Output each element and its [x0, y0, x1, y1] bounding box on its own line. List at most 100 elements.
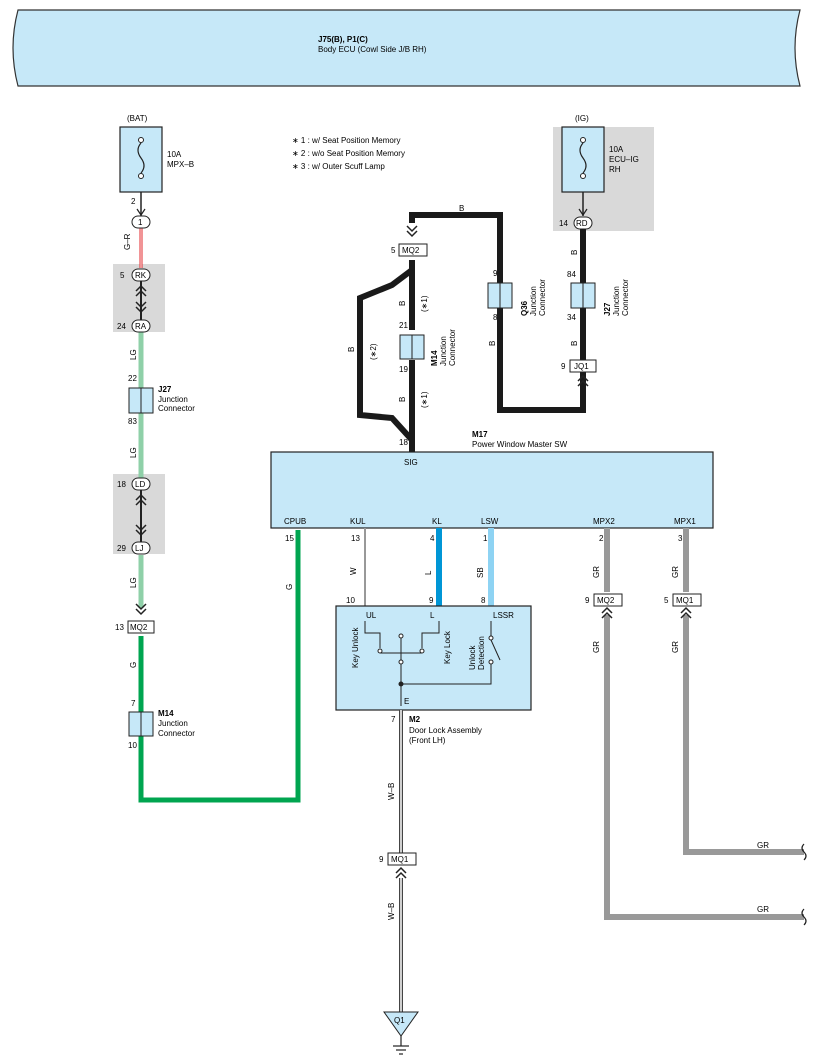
conn-rk-label: RK — [135, 271, 147, 280]
wire-g-1-label: G — [129, 662, 138, 668]
conn-mq2-sig — [398, 243, 428, 257]
ground-q1: Q1 — [394, 1016, 405, 1025]
conn-mq1-mpx-pin: 5 — [664, 596, 669, 605]
m2-id: M2 — [409, 715, 421, 724]
m2-key-lock: Key Lock — [443, 630, 452, 664]
break-mark-1 — [801, 843, 807, 861]
ig-fuse-box — [561, 126, 605, 193]
j27r-name1: Junction — [612, 286, 621, 316]
note-2: ∗ 2 : w/o Seat Position Memory — [292, 149, 405, 158]
ig-fuse-amp: 10A — [609, 145, 624, 154]
ig-label: (IG) — [575, 114, 589, 123]
j27r-wire-b2: B — [570, 341, 579, 346]
m17-pinnum-lsw: 1 — [483, 534, 488, 543]
m2-l: L — [430, 611, 435, 620]
j27r-name2: Connector — [621, 279, 630, 316]
conn-ld-label: LD — [135, 480, 145, 489]
conn-mq2-left-pin: 13 — [115, 623, 124, 632]
mpx-gr-out2: GR — [757, 905, 769, 914]
ig-fuse-icon — [579, 137, 587, 179]
m17-pin-cpub: CPUB — [284, 517, 306, 526]
m2-pin-l: 9 — [429, 596, 434, 605]
conn-mq1-ground-pin: 9 — [379, 855, 384, 864]
m2-name1: Door Lock Assembly — [409, 726, 482, 735]
conn-mq2-sig-pin: 5 — [391, 246, 396, 255]
m2-box — [335, 605, 532, 711]
q36-id: Q36 — [520, 300, 529, 316]
j27-left-top-pin: 22 — [128, 374, 137, 383]
q36-top-pin: 9 — [493, 269, 498, 278]
ground-wire2: W–B — [387, 903, 396, 920]
wire-gr-mpx2-label: GR — [592, 566, 601, 578]
conn-jq1 — [569, 359, 597, 373]
mpx-gr-below-left: GR — [592, 641, 601, 653]
m2-e: E — [404, 697, 409, 706]
wire-gr-mpx1 — [683, 615, 804, 855]
q36-name2: Connector — [538, 279, 547, 316]
bat-fuse-amp: 10A — [167, 150, 182, 159]
conn-mq1-ground — [387, 852, 417, 866]
note-1: ∗ 1 : w/ Seat Position Memory — [292, 136, 401, 145]
j27-left-name1: Junction — [158, 395, 188, 404]
body-ecu-banner — [12, 9, 801, 87]
wire-g-r-label: G–R — [123, 233, 132, 250]
m2-key-unlock: Key Unlock — [351, 627, 360, 668]
conn-mq2-mpx — [593, 593, 623, 607]
conn-lj-label: LJ — [135, 544, 143, 553]
bat-conn — [131, 215, 151, 229]
conn-mq2-left-label: MQ2 — [130, 623, 148, 632]
sig-s2: (∗2) — [369, 343, 378, 360]
mpx-gr-out1: GR — [757, 841, 769, 850]
wire-g-cpub — [138, 530, 301, 803]
m2-pin-e: 7 — [391, 715, 396, 724]
conn-ra — [131, 319, 151, 333]
break-mark-2 — [801, 908, 807, 926]
m2-name2: (Front LH) — [409, 736, 446, 745]
conn-lj — [131, 541, 151, 555]
q36-wire-b: B — [488, 341, 497, 346]
conn-mq2-mpx-pin: 9 — [585, 596, 590, 605]
m14-left-top-pin: 7 — [131, 699, 136, 708]
ecu-name: Body ECU (Cowl Side J/B RH) — [318, 45, 427, 54]
bat-fuse-icon — [137, 137, 145, 179]
bat-pin: 2 — [131, 197, 136, 206]
wire-lg-2-label: LG — [129, 447, 138, 458]
m17-pinnum-kul: 13 — [351, 534, 360, 543]
wire-lg-1-label: LG — [129, 349, 138, 360]
m17-pin-kl: KL — [432, 517, 442, 526]
m17-pinnum-cpub: 15 — [285, 534, 294, 543]
wire-b-bypass — [357, 267, 415, 443]
m14-left-bot-pin: 10 — [128, 741, 137, 750]
sig-s1: (∗1) — [420, 295, 429, 312]
m14-left-name2: Connector — [158, 729, 195, 738]
q36-name1: Junction — [529, 286, 538, 316]
j27r-top-pin: 84 — [567, 270, 576, 279]
ground-q1-triangle — [383, 1011, 419, 1037]
m2-ul: UL — [366, 611, 377, 620]
q36-bot-pin: 8 — [493, 313, 498, 322]
conn-lj-pin: 29 — [117, 544, 126, 553]
sig-pin18: 18 — [399, 438, 408, 447]
m2-switch-circuit — [364, 621, 501, 706]
wire-b-loop — [409, 212, 586, 413]
m17-pinnum-kl: 4 — [430, 534, 435, 543]
m17-pin-mpx2: MPX2 — [593, 517, 615, 526]
sig-b2: B — [347, 347, 356, 352]
wire-g-vert-label: G — [285, 584, 294, 590]
bat-fuse-name: MPX–B — [167, 160, 194, 169]
m14-sig-name1: Junction — [439, 336, 448, 366]
bat-fuse-box — [119, 126, 163, 193]
bat-conn-label: 1 — [138, 218, 143, 227]
ig-pin: 14 — [559, 219, 568, 228]
wire-gr-mpx1-label: GR — [671, 566, 680, 578]
ground-wire1: W–B — [387, 783, 396, 800]
ig-fuse-name2: RH — [609, 165, 621, 174]
wire-lg-3-label: LG — [129, 577, 138, 588]
m17-pin-lsw: LSW — [481, 517, 499, 526]
m14-sig-id: M14 — [430, 350, 439, 366]
sig-s3: (∗1) — [420, 391, 429, 408]
conn-mq2-left — [127, 620, 155, 634]
m17-pinnum-mpx1: 3 — [678, 534, 683, 543]
m2-lssr: LSSR — [493, 611, 514, 620]
